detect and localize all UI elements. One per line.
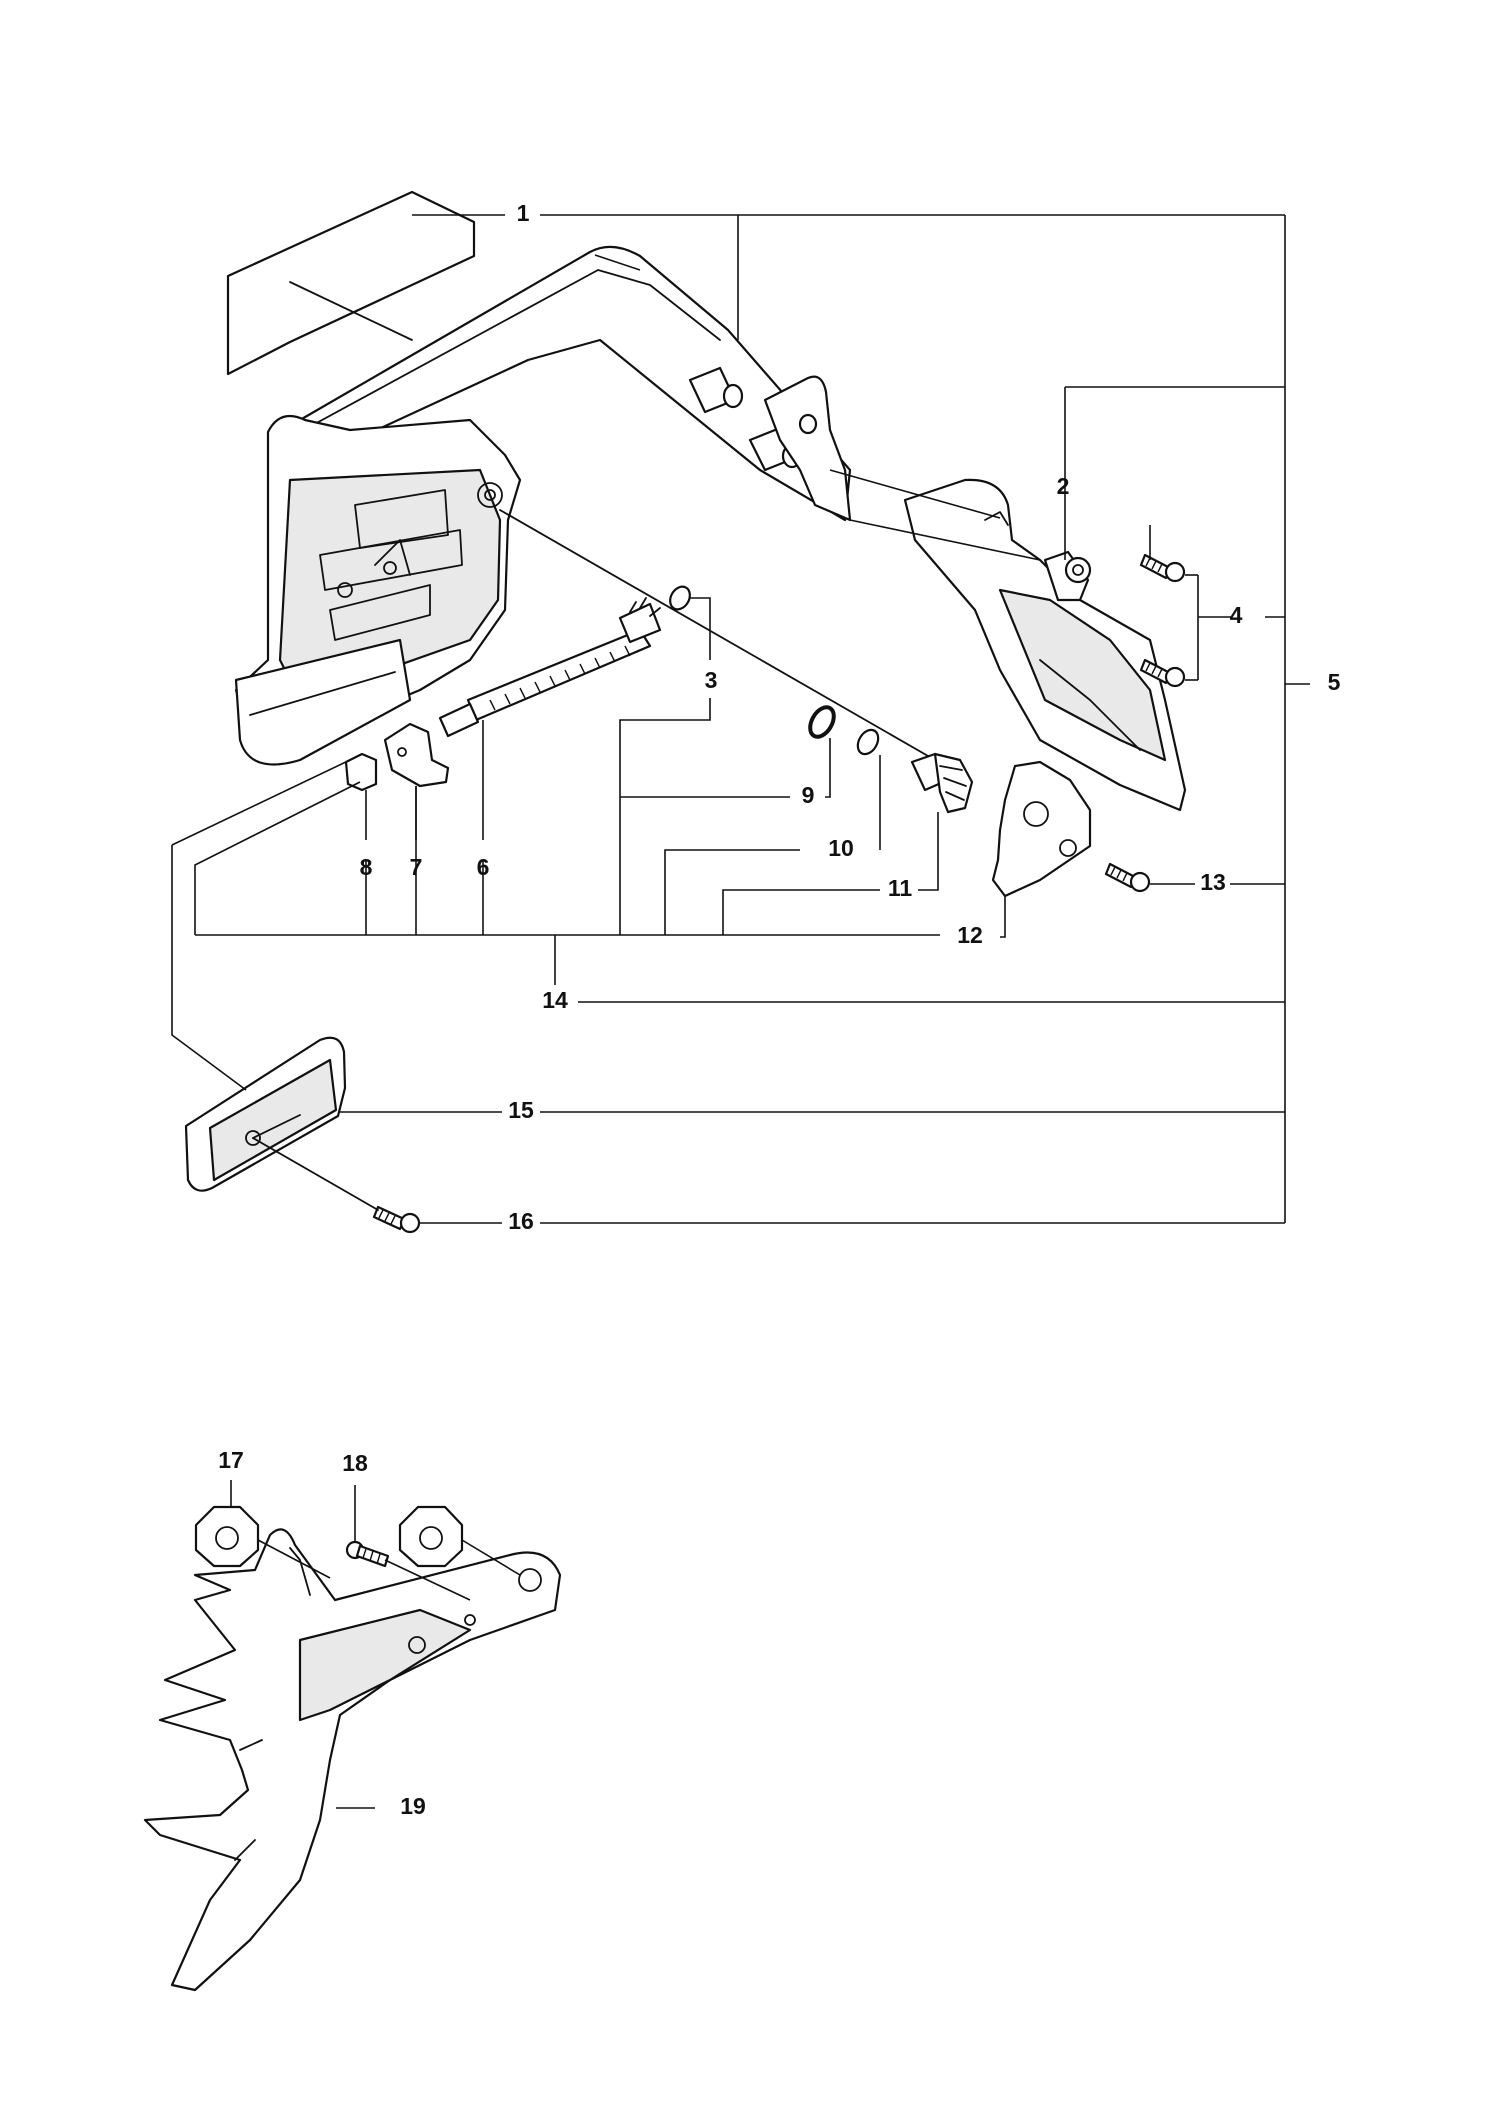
part-8-nut <box>344 752 378 792</box>
part-19-bumper-spike <box>143 1528 562 1992</box>
callout-7: 7 <box>410 854 423 880</box>
part-12-plate <box>991 760 1092 898</box>
part-17-flange-nut <box>194 1505 260 1568</box>
callout-15: 15 <box>508 1097 534 1123</box>
callout-6: 6 <box>477 854 490 880</box>
part-11-drive-gear <box>910 752 974 814</box>
callout-18: 18 <box>342 1450 368 1476</box>
callout-16: 16 <box>508 1208 534 1234</box>
part-13-screw <box>1104 862 1151 893</box>
callout-8: 8 <box>360 854 373 880</box>
callout-10: 10 <box>828 835 854 861</box>
callout-12: 12 <box>957 922 983 948</box>
part-9-o-ring <box>808 705 836 739</box>
part-3-washer <box>669 585 691 611</box>
callout-11: 11 <box>888 875 913 901</box>
flange-nut-2 <box>398 1505 464 1568</box>
assembly-axis <box>499 509 936 761</box>
part-18-screw <box>345 1540 390 1568</box>
callout-14: 14 <box>542 987 568 1013</box>
callout-labels: 1 2 3 4 5 6 7 8 9 10 11 12 13 14 15 16 1… <box>218 200 1340 1819</box>
part-7-tensioner-nut <box>383 722 450 788</box>
callout-17: 17 <box>218 1447 244 1473</box>
part-6-tensioner-screw <box>438 597 662 738</box>
callout-2: 2 <box>1057 473 1070 499</box>
part-1-decal <box>226 190 476 376</box>
callout-13: 13 <box>1200 869 1226 895</box>
part-4-screws <box>1139 553 1186 688</box>
callout-9: 9 <box>802 782 815 808</box>
callout-5: 5 <box>1328 669 1341 695</box>
part-15-bumper <box>184 1036 347 1192</box>
leader-lines <box>171 214 1310 1809</box>
callout-19: 19 <box>400 1793 426 1819</box>
part-10-washer <box>856 728 880 756</box>
callout-4: 4 <box>1230 602 1243 628</box>
callout-3: 3 <box>705 667 718 693</box>
part-16-screw <box>252 1137 421 1234</box>
chain-brake-cover <box>234 245 1187 812</box>
callout-1: 1 <box>517 200 530 226</box>
washers <box>669 585 880 756</box>
